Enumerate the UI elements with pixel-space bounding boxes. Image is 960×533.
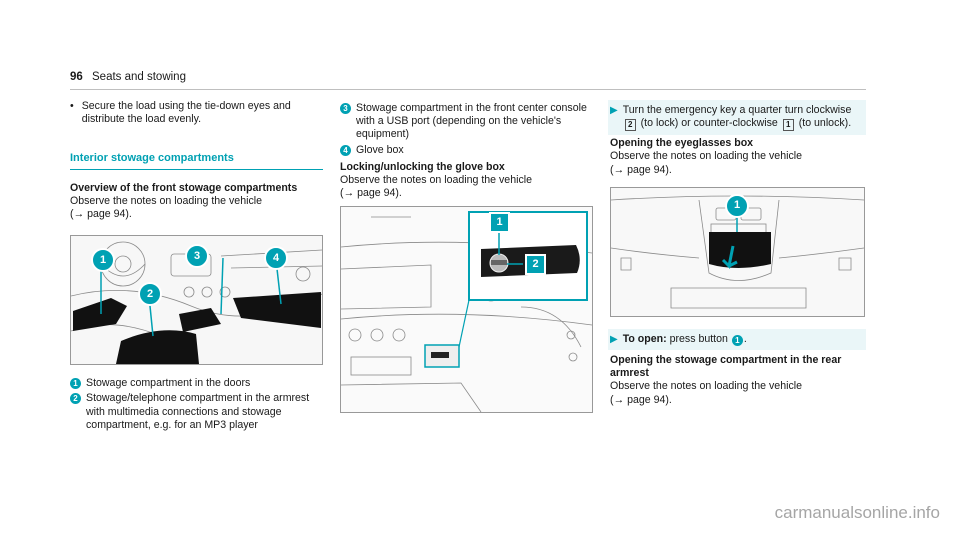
legend-text: Stowage compartment in the doors [86,377,251,390]
legend-text: Stowage compartment in the front center … [356,102,587,141]
column-2: 3 Stowage compartment in the front cente… [340,100,593,414]
legend-number: 2 [70,393,81,405]
legend-number: 3 [340,103,351,114]
page-header: 96 Seats and stowing [70,71,186,83]
page-reference[interactable]: (→ page 94). [610,163,672,176]
step-text-part: press button [669,332,728,345]
figure-callout-1: 1 [725,193,749,218]
button-number: 1 [731,334,743,346]
section-heading: Interior stowage compartments [70,152,323,170]
figure-callout-4: 4 [264,246,288,271]
legend-number: 1 [70,378,81,390]
intro-text: Observe the notes on loading the vehicle [610,380,802,393]
column-1: • Secure the load using the tie-down eye… [70,100,323,432]
watermark: carmanualsonline.info [774,503,940,522]
page-number: 96 [70,71,83,83]
figure-callout-3: 3 [185,244,209,269]
legend-text: Glove box [356,143,404,156]
front-compartments-figure: 1 2 3 4 [70,235,323,366]
legend-item: 4 Glove box [340,144,593,157]
page-reference[interactable]: (→ page 94). [610,393,672,406]
subheading: Opening the eyeglasses box [610,137,754,150]
legend-item: 2 Stowage/telephone compartment in the a… [70,392,323,432]
bullet-text: Secure the load using the tie-down eyes … [81,100,291,126]
legend-item: 3 Stowage compartment in the front cente… [340,102,593,142]
intro-text: Observe the notes on loading the vehicle [340,174,532,187]
page-reference[interactable]: (→ page 94). [70,208,132,221]
step-text-part: (to lock) or counter-clockwise [640,117,778,130]
step-text-part: (to unlock). [798,117,852,130]
step-label: To open: [622,332,667,345]
subheading: Overview of the front stowage compartmen… [70,181,298,194]
key-position-box: 1 [782,119,794,132]
instruction-step: ▶ Turn the emergency key a quarter turn … [608,100,866,136]
legend-list: 1 Stowage compartment in the doors 2 Sto… [70,377,323,432]
bullet-item: • Secure the load using the tie-down eye… [70,100,323,126]
figure-callout-1: 1 [489,212,510,234]
step-text: Turn the emergency key a quarter turn cl… [622,104,862,132]
figure-callout-1: 1 [91,248,115,273]
key-position-box: 2 [624,119,636,132]
page-reference[interactable]: (→ page 94). [340,187,402,200]
legend-item: 1 Stowage compartment in the doors [70,377,323,390]
section-title: Seats and stowing [92,71,186,83]
column-3: ▶ Turn the emergency key a quarter turn … [608,100,866,407]
step-text-part: Turn the emergency key a quarter turn cl… [622,104,852,116]
arrow-right-icon: ▶ [610,333,618,345]
glove-box-figure: 1 2 [340,206,593,414]
intro-text: Observe the notes on loading the vehicle [70,194,262,207]
legend-text: Stowage/telephone compartment in the arm… [86,392,310,431]
bullet-icon: • [70,100,74,112]
header-rule [70,89,866,90]
intro-text: Observe the notes on loading the vehicle [610,150,802,163]
dashboard-illustration [341,207,592,413]
figure-callout-2: 2 [138,282,162,307]
subheading: Opening the stowage compartment in the r… [610,354,842,380]
subheading: Locking/unlocking the glove box [340,160,505,173]
arrow-right-icon: ▶ [610,105,618,116]
figure-callout-2: 2 [525,254,546,276]
eyeglasses-box-figure: 1 [610,186,865,317]
instruction-step: ▶ To open: press button 1. [608,328,866,351]
legend-number: 4 [340,144,351,156]
step-text: To open: press button 1. [622,332,747,346]
